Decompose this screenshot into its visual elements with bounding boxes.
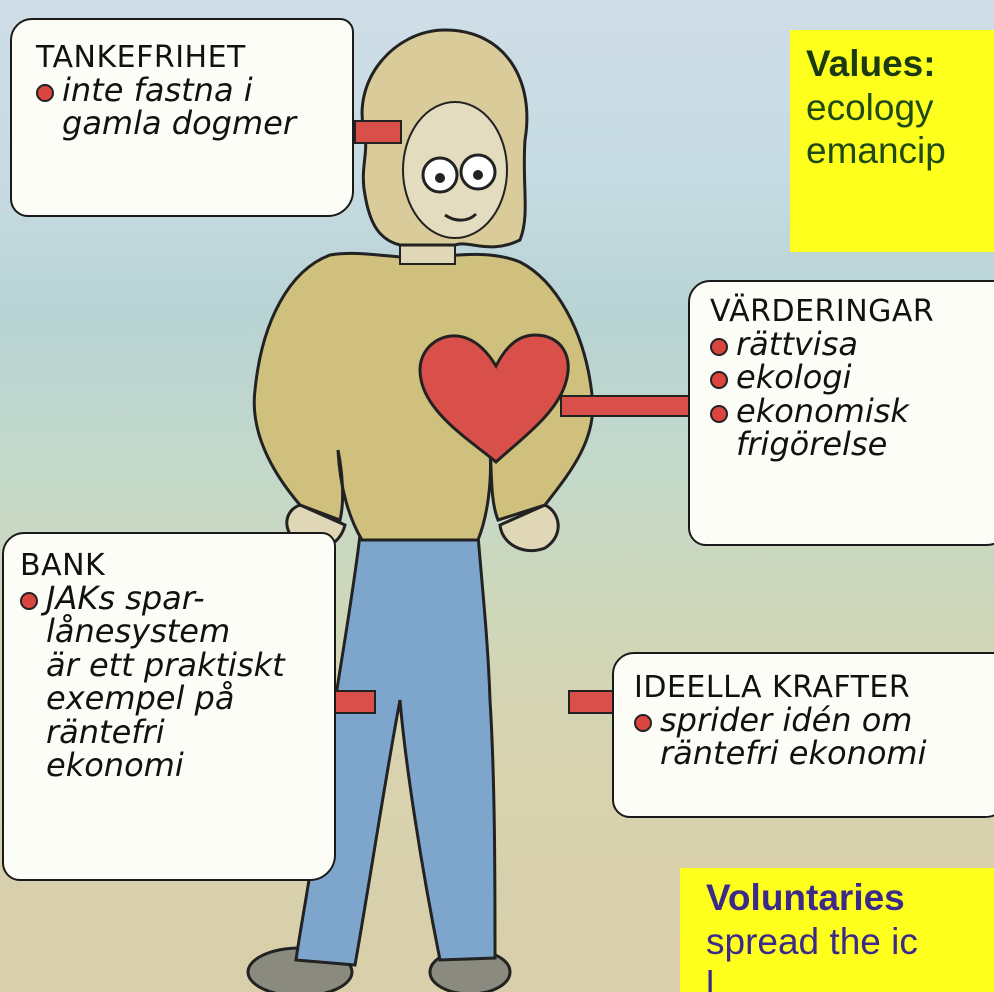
bullet-icon xyxy=(710,404,728,423)
bubble-bank: BANK JAKs spar- lånesystem är ett prakti… xyxy=(2,532,336,881)
mouth xyxy=(444,212,478,222)
bullet-icon xyxy=(36,83,54,102)
bullet-icon xyxy=(634,713,652,732)
tankefrihet-item: inte fastna i xyxy=(36,73,352,108)
bullet-icon xyxy=(710,337,728,356)
ideella-item: sprider idén om xyxy=(634,703,994,738)
values-title: Values: xyxy=(806,43,936,84)
voluntaries-line-2: l xyxy=(706,964,715,992)
ideella-heading: IDEELLA KRAFTER xyxy=(634,670,911,705)
bank-connector xyxy=(330,690,376,714)
right-hand xyxy=(498,503,560,553)
bubble-ideella: IDEELLA KRAFTER sprider idén om räntefri… xyxy=(612,652,994,818)
values-line-1: ecology xyxy=(806,86,934,128)
values-line-2: emancip xyxy=(806,130,946,172)
values-callout: Values: ecology emancip xyxy=(790,30,994,252)
bullet-icon xyxy=(710,371,728,390)
varderingar-item-3: ekonomisk xyxy=(710,394,994,429)
tankefrihet-connector xyxy=(354,120,402,144)
bubble-tankefrihet: TANKEFRIHET inte fastna i gamla dogmer xyxy=(10,18,354,217)
voluntaries-line-1: spread the ic xyxy=(706,920,918,962)
bubble-varderingar: VÄRDERINGAR rättvisa ekologi ekonomisk f… xyxy=(688,280,994,546)
varderingar-heading: VÄRDERINGAR xyxy=(710,294,935,329)
tankefrihet-heading: TANKEFRIHET xyxy=(36,40,246,75)
voluntaries-callout: Voluntaries spread the ic l xyxy=(680,868,994,992)
varderingar-connector xyxy=(560,395,696,417)
varderingar-item-2: ekologi xyxy=(710,360,994,395)
varderingar-item-1: rättvisa xyxy=(710,327,994,362)
bullet-icon xyxy=(20,591,38,610)
bank-item: JAKs spar- xyxy=(20,581,334,616)
heart xyxy=(418,333,570,464)
bank-heading: BANK xyxy=(20,548,106,583)
voluntaries-title: Voluntaries xyxy=(706,877,905,918)
